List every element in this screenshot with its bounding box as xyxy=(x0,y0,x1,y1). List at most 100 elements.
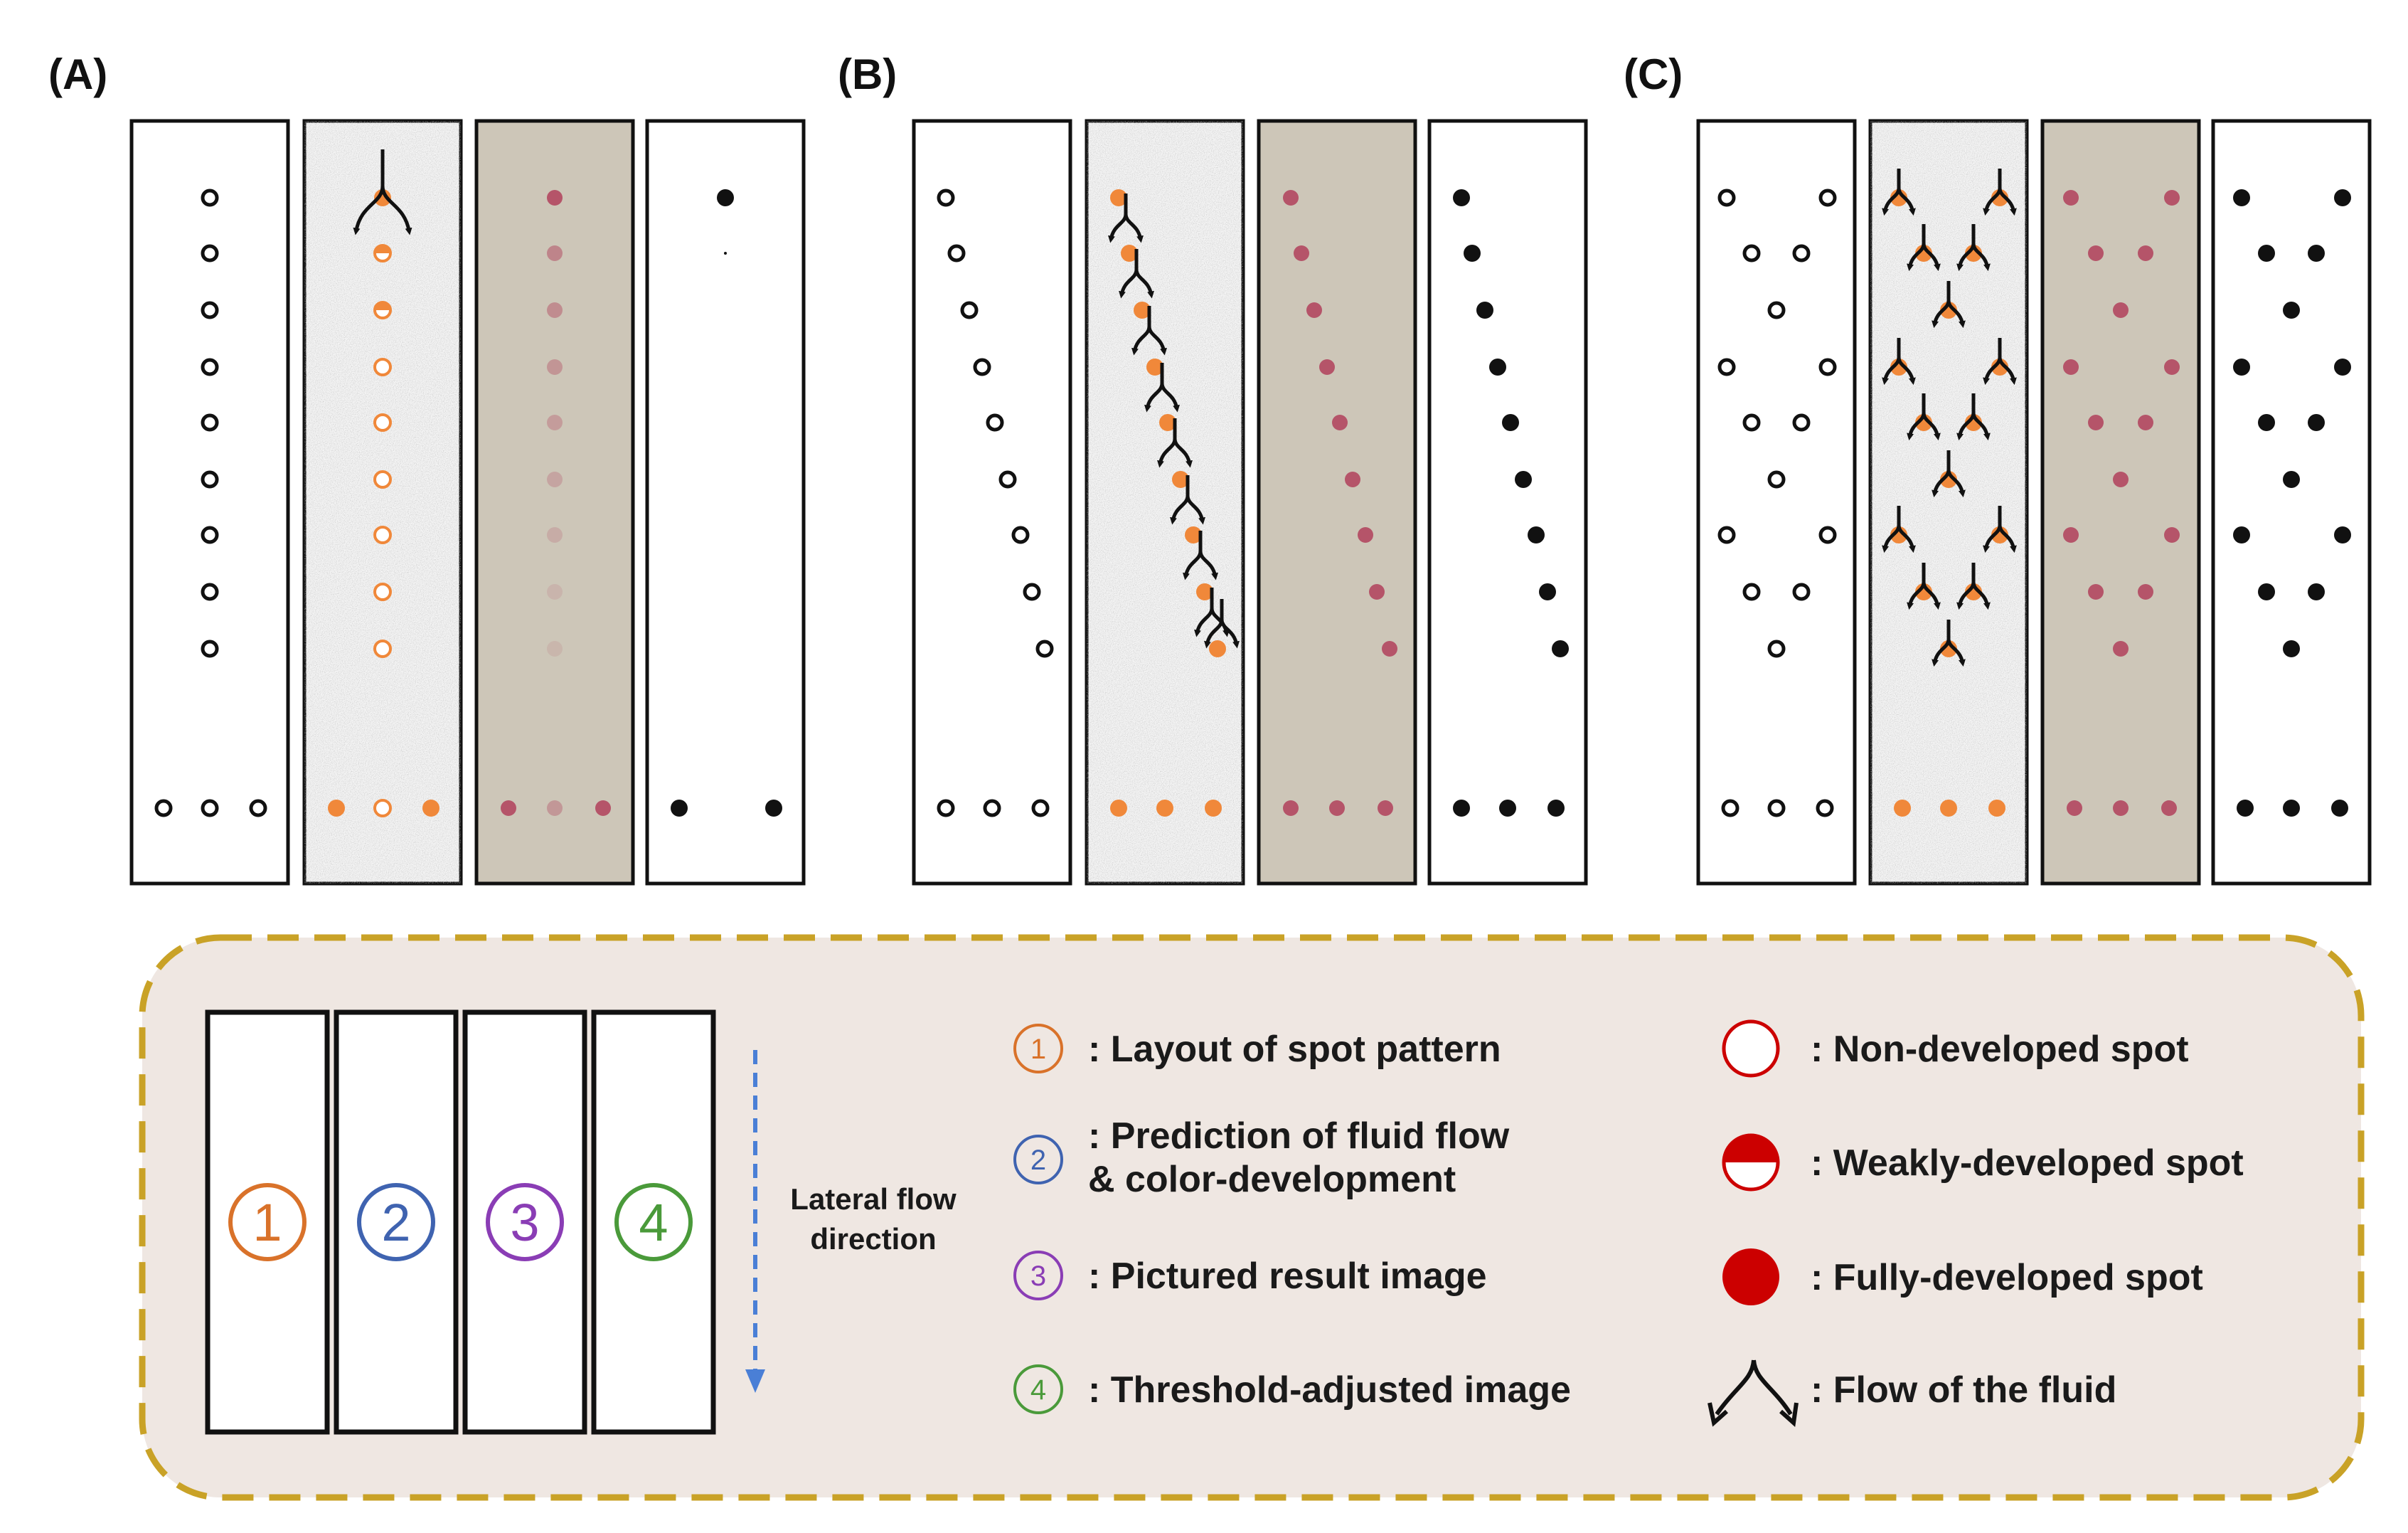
layout-spot-a-10 xyxy=(201,799,219,817)
strip-prediction-b-texture xyxy=(1087,121,1243,884)
legend-number-circle-2 xyxy=(357,1183,435,1261)
photo-spot-a-8 xyxy=(547,641,563,657)
legend-number-circle-4 xyxy=(614,1183,693,1261)
item-text-prediction-line2: & color-development xyxy=(1088,1159,1456,1200)
prediction-spot-a-1 xyxy=(373,244,392,262)
spot-text-non-developed: : Non-developed spot xyxy=(1811,1029,2189,1070)
threshold-spot-a-1 xyxy=(724,252,727,255)
threshold-spot-b-6 xyxy=(1528,526,1545,543)
flow-arrow-right xyxy=(1971,243,1991,272)
flow-arrow-right xyxy=(380,185,412,235)
photo-spot-a-0 xyxy=(547,190,563,206)
flow-arrow-right xyxy=(1922,581,1941,610)
flow-arrow-icon xyxy=(1183,531,1218,580)
photo-spot-b-5 xyxy=(1345,472,1360,487)
prediction-spot-c-10 xyxy=(1890,526,1907,543)
threshold-spot-b-2 xyxy=(1476,302,1493,319)
threshold-spot-c-16 xyxy=(2283,800,2300,817)
flow-arrow-icon xyxy=(1932,281,1966,329)
threshold-spot-a-9 xyxy=(671,800,688,817)
threshold-spot-c-4 xyxy=(2283,302,2300,319)
flow-arrow-icon xyxy=(1882,169,1916,216)
item-number-1: 1 xyxy=(1030,1034,1046,1065)
photo-spot-a-6 xyxy=(547,527,563,543)
layout-spot-b-6 xyxy=(1011,526,1030,544)
threshold-spot-c-1 xyxy=(2334,189,2351,206)
fluid-flow-icon xyxy=(1708,1359,1799,1427)
photo-spot-c-16 xyxy=(2113,800,2129,816)
photo-spot-a-7 xyxy=(547,584,563,600)
layout-spot-a-6 xyxy=(201,526,219,544)
flow-arrow-right xyxy=(1922,412,1941,441)
flow-arrow-icon xyxy=(1131,306,1167,356)
prediction-spot-c-7 xyxy=(1915,414,1932,431)
layout-spot-b-2 xyxy=(960,301,979,319)
threshold-spot-c-2 xyxy=(2258,245,2275,262)
prediction-spot-c-1 xyxy=(1991,189,2008,206)
item-text-threshold: : Threshold-adjusted image xyxy=(1088,1369,1571,1411)
legend-strip-3 xyxy=(462,1009,587,1435)
prediction-spot-c-17 xyxy=(1988,800,2005,817)
prediction-spot-c-14 xyxy=(1940,640,1957,657)
prediction-spot-b-10 xyxy=(1156,800,1173,817)
flow-arrow-right xyxy=(1998,356,2017,386)
flow-arrow-right xyxy=(1160,383,1180,413)
flow-arrow-right xyxy=(1946,299,1966,329)
threshold-spot-b-4 xyxy=(1502,414,1519,431)
prediction-spot-b-2 xyxy=(1134,302,1151,319)
photo-spot-b-4 xyxy=(1332,415,1348,430)
layout-spot-a-2 xyxy=(201,301,219,319)
photo-spot-b-9 xyxy=(1283,800,1299,816)
layout-spot-c-15 xyxy=(1721,799,1740,817)
prediction-spot-c-12 xyxy=(1915,583,1932,600)
legend-number-3: 3 xyxy=(510,1193,539,1252)
threshold-spot-c-14 xyxy=(2283,640,2300,657)
layout-spot-a-5 xyxy=(201,470,219,489)
strip-photo-c xyxy=(2040,119,2201,886)
item-number-circle-4 xyxy=(1013,1364,1063,1414)
threshold-spot-b-10 xyxy=(1499,800,1516,817)
flow-arrow-right xyxy=(1946,469,1966,498)
layout-spot-b-0 xyxy=(937,189,955,207)
prediction-spot-a-5 xyxy=(373,470,392,489)
flow-arrow-right xyxy=(1998,524,2017,553)
layout-spot-c-13 xyxy=(1792,583,1811,601)
threshold-spot-b-3 xyxy=(1489,359,1506,376)
layout-spot-c-4 xyxy=(1767,301,1786,319)
layout-spot-b-5 xyxy=(998,470,1017,489)
photo-spot-c-9 xyxy=(2113,472,2129,487)
prediction-spot-c-15 xyxy=(1894,800,1911,817)
strip-photo-a xyxy=(474,119,635,886)
spot-text-weakly-developed: : Weakly-developed spot xyxy=(1811,1142,2244,1184)
flow-arrow-icon xyxy=(1907,393,1941,441)
photo-spot-c-1 xyxy=(2164,190,2180,206)
photo-spot-c-14 xyxy=(2113,641,2129,657)
strip-threshold-c xyxy=(2211,119,2372,886)
prediction-spot-c-11 xyxy=(1991,526,2008,543)
prediction-spot-b-9 xyxy=(1110,800,1127,817)
prediction-spot-a-4 xyxy=(373,413,392,432)
layout-spot-c-2 xyxy=(1742,244,1761,262)
threshold-spot-c-12 xyxy=(2258,583,2275,600)
threshold-spot-a-11 xyxy=(765,800,782,817)
flow-arrow-icon xyxy=(1119,249,1154,299)
photo-spot-a-1 xyxy=(547,245,563,261)
layout-spot-b-9 xyxy=(937,799,955,817)
prediction-spot-b-1 xyxy=(1121,245,1138,262)
spot-text-flow: : Flow of the fluid xyxy=(1811,1369,2116,1411)
threshold-spot-b-11 xyxy=(1547,800,1565,817)
item-text-layout: : Layout of spot pattern xyxy=(1088,1029,1501,1070)
layout-spot-b-7 xyxy=(1023,583,1041,601)
item-number-3: 3 xyxy=(1030,1261,1046,1292)
prediction-spot-fill xyxy=(375,302,390,310)
prediction-spot-a-8 xyxy=(373,640,392,658)
panel-label-a: (A) xyxy=(48,51,107,98)
threshold-spot-c-5 xyxy=(2233,359,2250,376)
photo-spot-b-1 xyxy=(1294,245,1309,261)
photo-spot-c-0 xyxy=(2063,190,2079,206)
layout-spot-c-5 xyxy=(1717,358,1736,376)
strip-prediction-c-texture xyxy=(1870,121,2027,884)
photo-spot-c-4 xyxy=(2113,302,2129,318)
layout-spot-a-4 xyxy=(201,413,219,432)
